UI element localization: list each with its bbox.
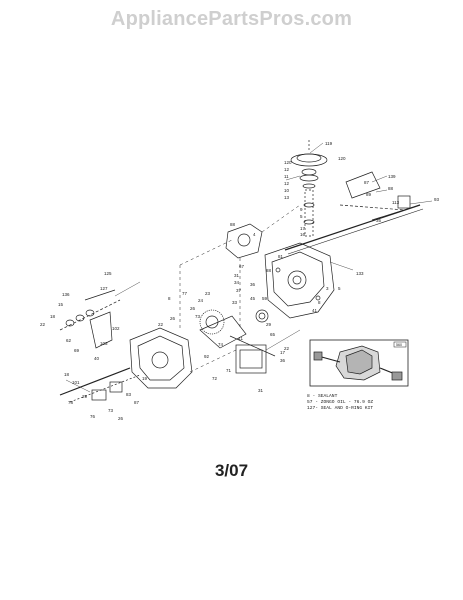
callout: 76 — [90, 414, 96, 419]
callout: 31 — [234, 273, 240, 278]
explode-guides — [179, 204, 301, 373]
callout: 69 — [74, 348, 80, 353]
callout: 120 — [284, 160, 292, 165]
callout: 119 — [325, 141, 333, 146]
callout: 5 — [300, 214, 303, 219]
callout: 29 — [82, 394, 88, 399]
callout: 24 — [198, 298, 204, 303]
callout: 89 — [366, 192, 372, 197]
callout: 103 — [100, 341, 108, 346]
callout: 8 — [318, 300, 321, 305]
callout: 73 — [108, 408, 114, 413]
callout: 5 — [338, 286, 341, 291]
callout: 17 — [280, 350, 286, 355]
callout: 34 — [234, 280, 240, 285]
center-lower-assembly — [199, 315, 276, 374]
callout: 40 — [94, 356, 100, 361]
legend-line: 8 - SEALANT — [307, 394, 338, 399]
callout: 88 — [388, 186, 394, 191]
callout: 11 — [284, 174, 289, 179]
callout: 33 — [232, 300, 238, 305]
callout: 26 — [190, 306, 196, 311]
callout: 92 — [204, 354, 210, 359]
callout: 83 — [126, 392, 132, 397]
left-shaft-stack — [59, 289, 121, 349]
callout: 36 — [250, 282, 256, 287]
shift-bracket — [339, 171, 421, 221]
callout: 113 — [392, 200, 400, 205]
callout: 17 — [300, 226, 306, 231]
callout-labels: 119 120 12 11 12 10 13 120 139 87 88 89 … — [40, 141, 440, 421]
right-axle — [284, 204, 424, 255]
callout: 71 — [226, 368, 232, 373]
callout: 81 — [278, 254, 284, 259]
callout: 59 — [262, 296, 268, 301]
main-housing — [264, 242, 335, 319]
callout: 35 — [376, 218, 382, 223]
watermark-text: AppliancePartsPros.com — [110, 8, 353, 30]
callout: 101 — [72, 380, 80, 385]
callout: 22 — [284, 346, 290, 351]
callout: 87 — [134, 400, 140, 405]
callout: 88 — [266, 268, 272, 273]
callout: 12 — [284, 167, 290, 172]
callout: 127 — [100, 286, 108, 291]
callout: 23 — [205, 291, 211, 296]
callout: 18 — [50, 314, 56, 319]
callout: 9 — [300, 207, 303, 212]
callout: 10 — [284, 188, 290, 193]
callout: 41 — [312, 308, 318, 313]
callout: 15 — [58, 302, 64, 307]
callout: 41 — [238, 336, 244, 341]
callout: 87 — [364, 180, 370, 185]
callout: 62 — [66, 338, 72, 343]
callout: 18 — [64, 372, 70, 377]
callout: 8 — [168, 296, 171, 301]
callout: 125 — [104, 271, 112, 276]
callout: 78 — [68, 400, 74, 405]
callout: 67 — [239, 264, 245, 269]
callout: 29 — [266, 322, 272, 327]
callout: 139 — [388, 174, 396, 179]
legend-line: 127- SEAL AND O-RING KIT — [307, 406, 374, 411]
callout: 3 — [326, 286, 329, 291]
callout: 36 — [280, 358, 286, 363]
callout: 72 — [212, 376, 218, 381]
callout: 26 — [170, 316, 176, 321]
lower-left-housing — [129, 327, 193, 389]
upper-gear-housing — [225, 223, 263, 259]
callout: 77 — [182, 291, 188, 296]
callout: 88 — [230, 222, 236, 227]
callout: 74 — [218, 342, 224, 347]
callout: 31 — [258, 388, 264, 393]
leader-lines — [65, 142, 433, 393]
callout: 16 — [300, 232, 306, 237]
callout: 73 — [195, 314, 201, 319]
callout: 65 — [270, 332, 276, 337]
callout: 22 — [158, 322, 164, 327]
output-shaft — [59, 367, 141, 403]
legend: 8 - SEALANT 57 - ZONGO OIL - 76.9 OZ 127… — [307, 394, 457, 412]
fan-pulley-stack — [290, 140, 328, 237]
center-ring-gear — [199, 309, 269, 335]
inset-assembly-view: 560 — [309, 339, 409, 387]
callout: 26 — [118, 416, 124, 421]
callout: 37 — [236, 288, 242, 293]
legend-line: 57 - ZONGO OIL - 76.9 OZ — [307, 400, 374, 405]
callout: 12 — [284, 181, 290, 186]
callout: 102 — [112, 326, 120, 331]
inset-badge: 560 — [396, 343, 402, 347]
callout: 13 — [284, 195, 290, 200]
callout: 120 — [338, 156, 346, 161]
callout: 136 — [62, 292, 70, 297]
callout: 93 — [434, 197, 440, 202]
callout: 19 — [142, 376, 148, 381]
callout: 22 — [40, 322, 46, 327]
callout: 45 — [250, 296, 256, 301]
callout: 4 — [253, 232, 256, 237]
revision-date: 3/07 — [214, 461, 249, 480]
callout: 133 — [356, 271, 364, 276]
